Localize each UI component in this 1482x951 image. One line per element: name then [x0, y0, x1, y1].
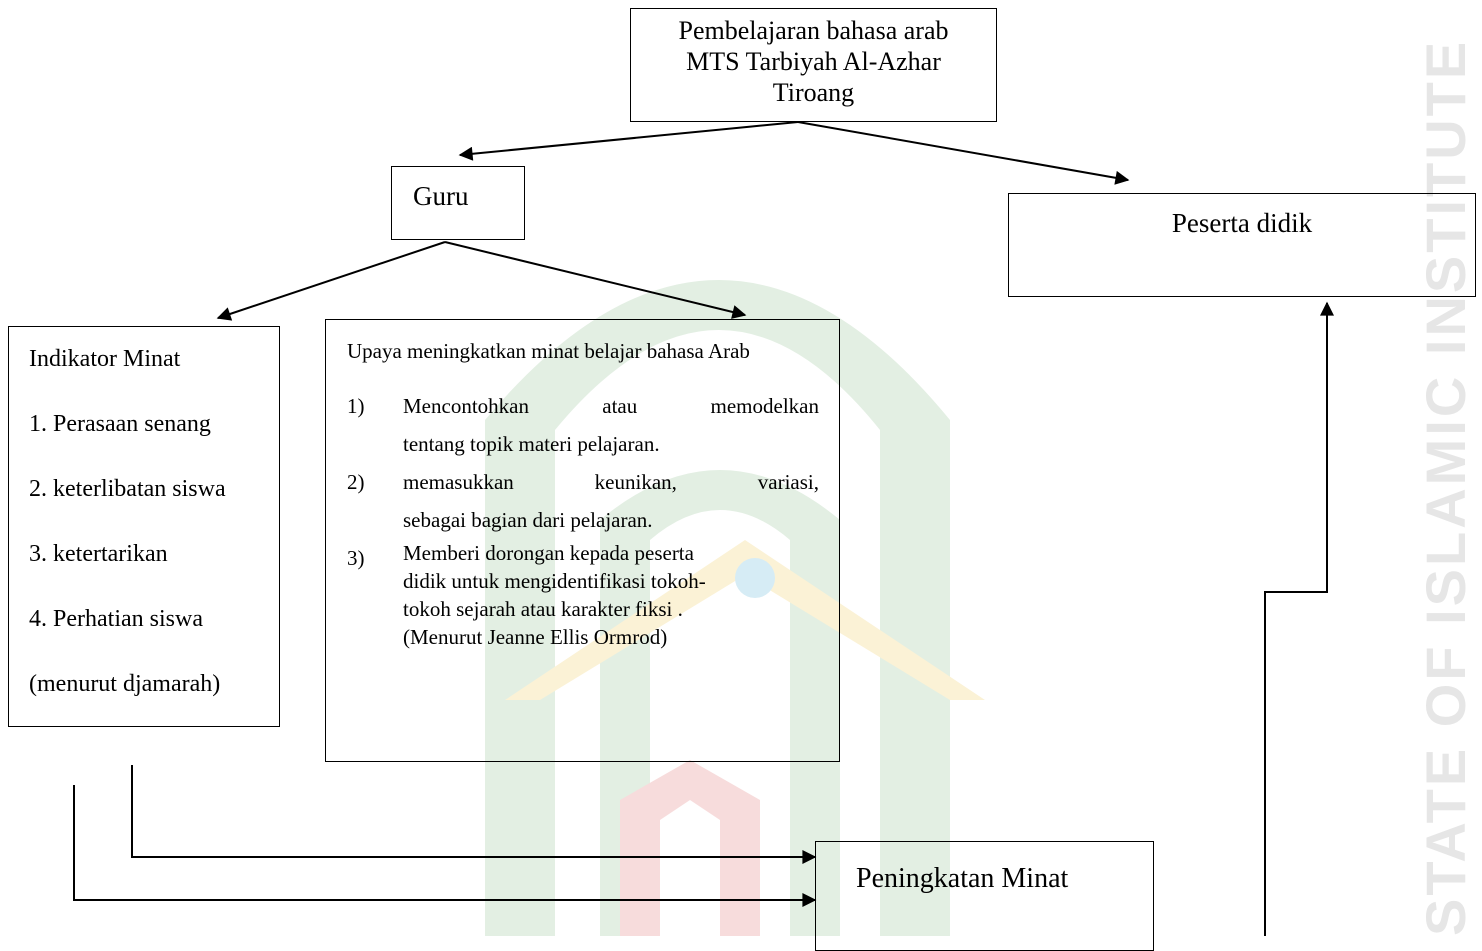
peserta-didik-box: Peserta didik	[1008, 193, 1476, 297]
arrow-lower-to-peningkatan	[73, 785, 817, 907]
watermark-dot	[735, 558, 775, 598]
arrow-guru-to-indikator	[216, 241, 446, 321]
arrow-peningkatan-to-peserta	[1264, 301, 1334, 936]
indikator-item: 3. ketertarikan	[29, 541, 168, 567]
indikator-item: 2. keterlibatan siswa	[29, 476, 226, 502]
upaya-item-text: didik untuk mengidentifikasi tokoh-	[403, 569, 706, 593]
upaya-item: 2) memasukkan keunikan, variasi, sebagai…	[347, 463, 819, 539]
watermark-dome	[485, 280, 950, 936]
upaya-item: 3) Memberi dorongan kepada peserta didik…	[347, 539, 819, 651]
guru-box: Guru	[391, 166, 525, 240]
title-box: Pembelajaran bahasa arab MTS Tarbiyah Al…	[630, 8, 997, 122]
indikator-source: (menurut djamarah)	[29, 671, 221, 697]
upaya-item-text: Memberi dorongan kepada peserta	[403, 541, 694, 565]
peningkatan-minat-label: Peningkatan Minat	[856, 863, 1069, 894]
arrow-upper-to-peningkatan	[131, 765, 817, 864]
upaya-item-text: sebagai bagian dari pelajaran.	[403, 508, 653, 532]
upaya-item-number: 2)	[347, 470, 365, 494]
peserta-didik-label: Peserta didik	[1171, 208, 1313, 238]
upaya-item-text: tokoh sejarah atau karakter fiksi .	[403, 597, 683, 621]
upaya-item-text: memasukkan keunikan, variasi,	[403, 470, 819, 494]
upaya-box: Upaya meningkatkan minat belajar bahasa …	[325, 319, 840, 762]
upaya-source: (Menurut Jeanne Ellis Ormrod)	[403, 625, 668, 649]
upaya-item-text: Mencontohkan atau memodelkan	[403, 394, 819, 418]
arrow-title-to-peserta	[797, 121, 1130, 185]
indikator-minat-box: Indikator Minat 1. Perasaan senang 2. ke…	[8, 326, 280, 727]
upaya-heading: Upaya meningkatkan minat belajar bahasa …	[347, 339, 750, 363]
title-line-2: MTS Tarbiyah Al-Azhar	[686, 47, 941, 76]
indikator-item: 4. Perhatian siswa	[29, 606, 203, 632]
watermark-text: STATE OF ISLAMIC INSTITUTE	[1414, 39, 1477, 936]
title-line-1: Pembelajaran bahasa arab	[678, 16, 949, 45]
indikator-heading: Indikator Minat	[29, 346, 181, 372]
upaya-item-number: 1)	[347, 394, 365, 418]
upaya-item-number: 3)	[347, 546, 365, 570]
watermark-mark	[620, 760, 760, 936]
upaya-item-text: tentang topik materi pelajaran.	[403, 432, 660, 456]
arrow-guru-to-upaya	[444, 241, 747, 319]
guru-label: Guru	[413, 181, 469, 211]
upaya-item: 1) Mencontohkan atau memodelkan tentang …	[347, 387, 819, 463]
title-line-3: Tiroang	[772, 78, 855, 107]
arrow-title-to-guru	[458, 121, 799, 161]
indikator-item: 1. Perasaan senang	[29, 411, 211, 437]
